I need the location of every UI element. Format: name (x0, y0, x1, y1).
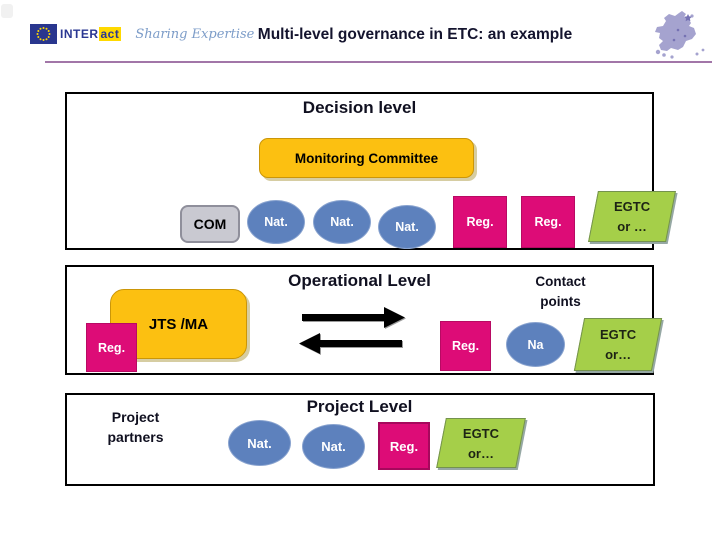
project-nat-ellipse-1: Nat. (228, 420, 291, 466)
egtc-line2: or… (605, 346, 631, 362)
logo-tagline: Sharing Expertise (135, 26, 255, 42)
contact-line1: Contact (535, 274, 586, 289)
egtc-label: EGTC or… (463, 424, 499, 463)
project-egtc-parallelogram: EGTC or… (436, 418, 526, 468)
contact-points-label: Contact points (513, 272, 608, 311)
header-divider (45, 61, 712, 63)
operational-reg-square-left: Reg. (86, 323, 137, 372)
egtc-line2: or … (617, 218, 647, 234)
nat-label: Nat. (395, 220, 419, 234)
interact-wordmark-act: act (98, 27, 122, 41)
reg-label: Reg. (466, 215, 494, 229)
egtc-label: EGTC or… (600, 325, 636, 364)
decision-reg-square-2: Reg. (521, 196, 575, 248)
operational-egtc-parallelogram: EGTC or… (573, 318, 663, 371)
partners-line2: partners (107, 429, 164, 446)
europe-map-icon (655, 11, 705, 59)
com-box: COM (180, 205, 240, 243)
monitoring-committee-box: Monitoring Committee (259, 138, 474, 178)
partners-line1: Project (111, 409, 160, 425)
reg-label: Reg. (389, 438, 419, 454)
operational-level-title: Operational Level (288, 271, 431, 290)
interact-wordmark-inter: INTER (60, 27, 99, 41)
egtc-line1: EGTC (599, 327, 637, 342)
two-way-arrows-icon (299, 307, 405, 354)
operational-na-ellipse: Na (506, 322, 565, 367)
na-label: Na (527, 337, 544, 352)
interact-logo: INTER act Sharing Expertise (30, 21, 254, 47)
nat-label: Nat. (264, 215, 288, 229)
egtc-line1: EGTC (462, 425, 500, 441)
interact-wordmark: INTER act (60, 27, 122, 41)
decision-egtc-parallelogram: EGTC or … (588, 191, 676, 242)
reg-label: Reg. (534, 215, 562, 229)
com-label: COM (193, 216, 227, 232)
slide-title: Multi-level governance in ETC: an exampl… (257, 26, 573, 43)
slide-corner-artifact (1, 4, 13, 18)
project-nat-ellipse-2: Nat. (302, 424, 365, 469)
nat-label: Nat. (247, 435, 272, 451)
reg-label: Reg. (97, 340, 126, 355)
reg-label: Reg. (451, 339, 480, 353)
decision-reg-square-1: Reg. (453, 196, 507, 248)
jts-ma-label: JTS /MA (148, 315, 209, 333)
eu-flag-icon (30, 24, 57, 44)
decision-level-title: Decision level (302, 98, 417, 117)
egtc-line2: or… (468, 445, 494, 460)
decision-nat-ellipse-2: Nat. (313, 200, 371, 244)
contact-line2: points (540, 293, 581, 309)
nat-label: Nat. (330, 215, 354, 229)
project-reg-square: Reg. (378, 422, 430, 470)
egtc-line1: EGTC (613, 199, 651, 214)
monitoring-committee-label: Monitoring Committee (294, 150, 439, 166)
project-partners-label: Project partners (88, 407, 183, 448)
operational-reg-square-right: Reg. (440, 321, 491, 371)
nat-label: Nat. (321, 439, 346, 454)
decision-nat-ellipse-1: Nat. (247, 200, 305, 244)
project-level-title: Project Level (306, 397, 413, 416)
decision-nat-ellipse-3: Nat. (378, 205, 436, 249)
egtc-label: EGTC or … (614, 197, 650, 236)
